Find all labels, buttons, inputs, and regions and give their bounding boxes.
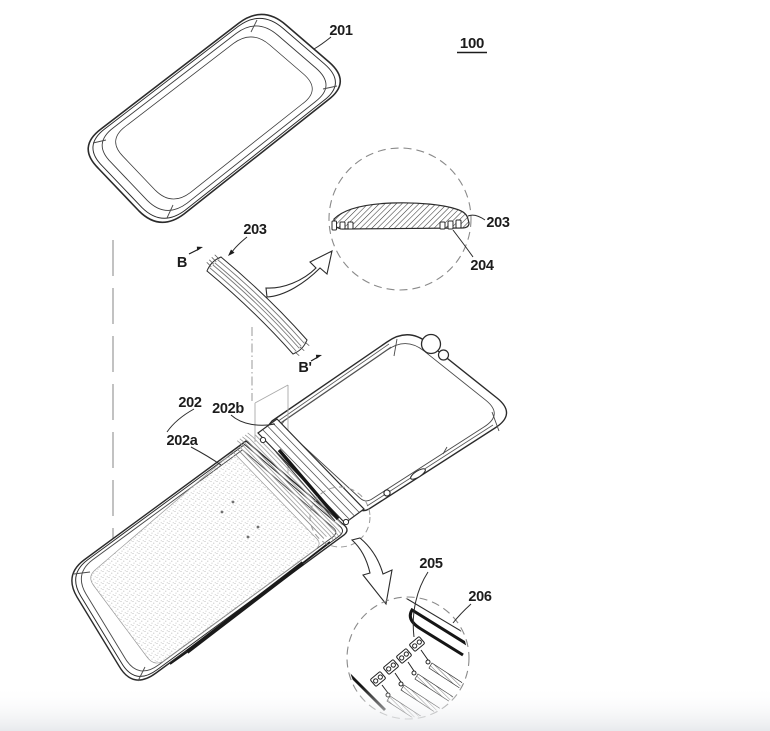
figure-number: 100 (457, 35, 487, 54)
cover-corner-seams (92, 19, 338, 219)
folded-edge-206 (408, 607, 468, 657)
frame-foot (259, 436, 267, 444)
section-arrow-b: B (177, 246, 203, 271)
label-201: 201 (329, 23, 353, 39)
flexible-display-stipple (90, 451, 320, 664)
side-button (410, 468, 426, 480)
zoom-source-circle (309, 486, 371, 548)
frame-foot (342, 518, 350, 526)
phone-body-upper (267, 333, 508, 512)
magnify-arrow-bottom-icon (350, 537, 393, 606)
arrowhead-icon (196, 246, 203, 251)
fold-dark-line (277, 448, 340, 521)
label-204: 204 (470, 258, 494, 274)
label-202: 202 (178, 395, 202, 411)
section-label-b: B (177, 255, 187, 271)
label-205: 205 (419, 556, 443, 572)
phone-body-lower (71, 440, 348, 682)
hinge-frame (257, 418, 365, 526)
label-100: 100 (460, 35, 484, 52)
flash-led (437, 349, 450, 361)
magnify-arrow-top-icon (265, 249, 333, 298)
connector-blocks (370, 636, 425, 687)
strip-connector-fingers (236, 432, 342, 540)
arrowhead-icon (315, 354, 322, 359)
hinge-strips (236, 432, 343, 540)
cover-callout: 201 (313, 23, 353, 50)
display-dots (220, 500, 260, 539)
lower-corner-seams (73, 571, 146, 682)
hinge-strip-exploded (206, 254, 310, 356)
label-206: 206 (468, 589, 492, 605)
label-202b: 202b (212, 401, 244, 417)
section-label-b-prime: B' (298, 360, 311, 376)
body-edge-line (403, 598, 467, 635)
strip-end-ticks (206, 254, 310, 356)
top-cover-drawing (87, 13, 342, 224)
cross-section-feet (331, 219, 462, 231)
label-202a: 202a (166, 433, 198, 449)
mic-hole (383, 489, 391, 497)
strip-callout: 203 (228, 222, 267, 256)
label-203-detail: 203 (486, 215, 510, 231)
camera-lens (420, 333, 442, 355)
label-203-strip: 203 (243, 222, 267, 238)
arrowhead-icon (228, 249, 235, 256)
upper-corner-seams (393, 338, 500, 455)
bottom-fade (0, 686, 770, 731)
body-callouts: 202 202b 202a (166, 395, 276, 466)
lower-edge-dark-band (185, 561, 305, 654)
detail-circle-cross-section: 203 204 (328, 147, 510, 291)
section-arrow-b-prime: B' (298, 354, 322, 376)
